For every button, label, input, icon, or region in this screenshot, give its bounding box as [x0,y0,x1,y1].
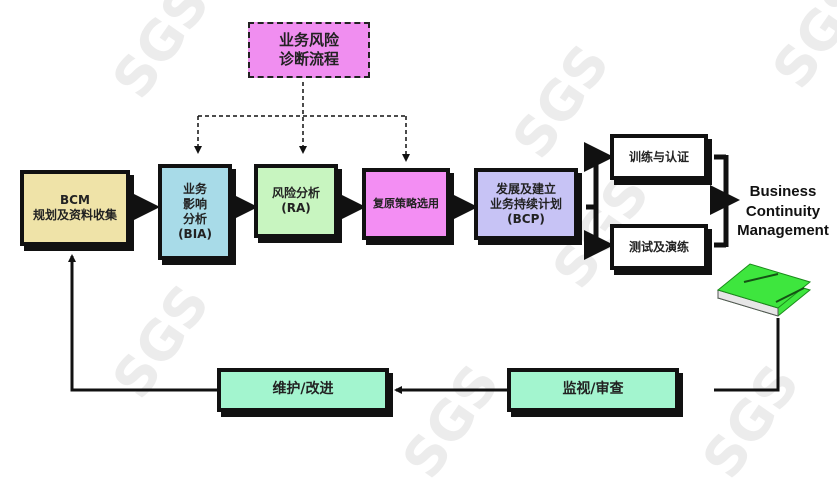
business-risk-diagnosis-label: 业务风险 诊断流程 [278,31,339,68]
business-continuity-management-label: Business Continuity Management [737,183,829,239]
recovery-strategy-box: 复原策略选用 [362,168,450,240]
bia-label: 业务 影响 分析 (BIA) [178,182,212,241]
testing-drill-label: 测试及演练 [628,239,689,254]
bia-box: 业务 影响 分析 (BIA) [158,164,232,260]
maintain-improve-box: 维护/改进 [217,368,389,412]
recovery-strategy-label: 复原策略选用 [373,197,439,211]
ra-box: 风险分析 (RA) [254,164,338,238]
monitor-review-label: 监视/审查 [562,381,624,398]
loop-book-monitor [714,318,780,392]
training-certification-box: 训练与认证 [610,134,708,180]
business-risk-diagnosis-box: 业务风险 诊断流程 [248,22,370,78]
bcm-planning-label: BCM 规划及资料收集 [32,193,117,222]
bcp-label: 发展及建立 业务持续计划 (BCP) [489,181,562,226]
training-certification-label: 训练与认证 [628,149,689,164]
book-icon [716,263,812,317]
monitor-review-box: 监视/审查 [507,368,679,412]
connectors [68,82,780,394]
bcm-planning-box: BCM 规划及资料收集 [20,170,130,246]
maintain-improve-label: 维护/改进 [272,381,334,398]
testing-drill-box: 测试及演练 [610,224,708,270]
bcp-box: 发展及建立 业务持续计划 (BCP) [474,168,578,240]
dashed-connector [194,82,410,162]
loop-maintain-bcm [68,254,217,392]
ra-label: 风险分析 (RA) [271,186,320,215]
